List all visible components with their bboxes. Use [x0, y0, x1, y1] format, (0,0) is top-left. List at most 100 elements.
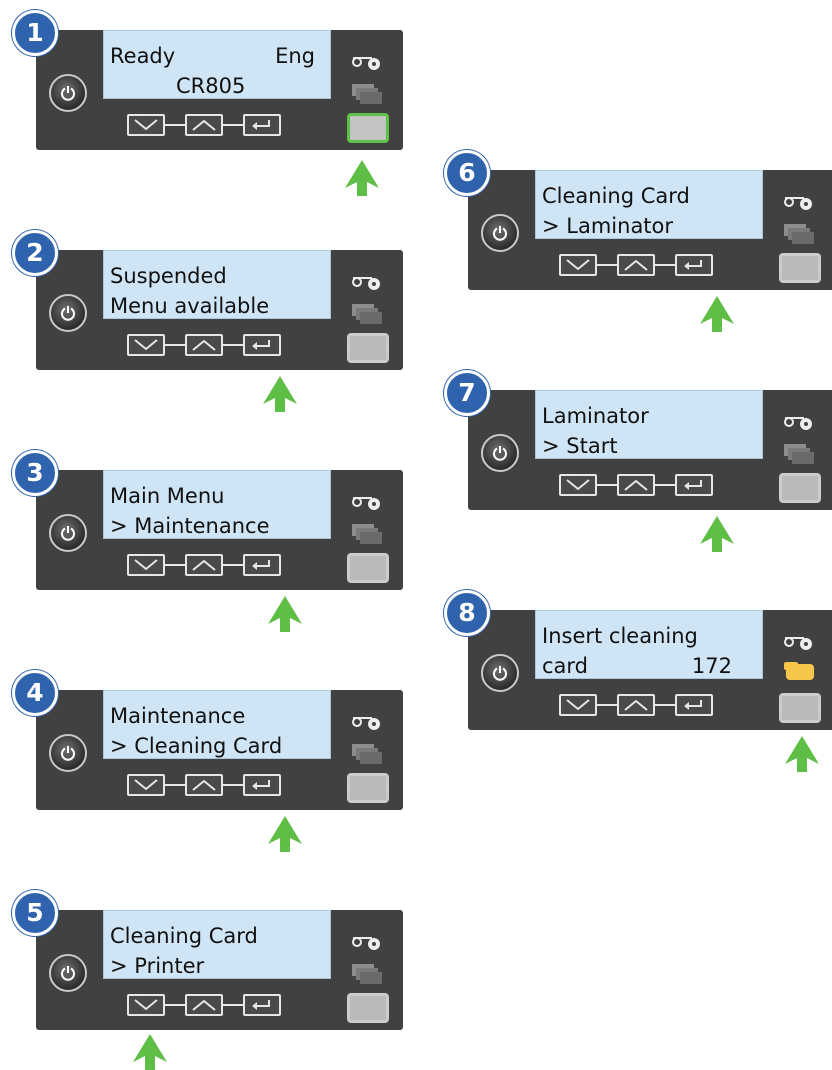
- cards-icon: [784, 662, 814, 680]
- up-button[interactable]: [617, 694, 655, 716]
- enter-button[interactable]: [243, 554, 281, 576]
- main-button[interactable]: [347, 333, 389, 363]
- enter-button[interactable]: [675, 694, 713, 716]
- lcd-display: Ready Eng CR805: [103, 30, 331, 99]
- control-panel-step-3: Main Menu > Maintenance 3: [12, 450, 403, 590]
- lcd-line-2: > Cleaning Card: [110, 734, 283, 758]
- main-button[interactable]: [779, 253, 821, 283]
- enter-icon: [252, 340, 270, 350]
- power-button[interactable]: [49, 734, 87, 772]
- main-button[interactable]: [347, 113, 389, 143]
- lcd-line-1: Laminator: [542, 404, 649, 428]
- connector-line: [165, 124, 185, 126]
- main-button[interactable]: [347, 773, 389, 803]
- cards-icon: [352, 84, 382, 104]
- main-button[interactable]: [347, 993, 389, 1023]
- ribbon-icon: [784, 637, 812, 650]
- down-button[interactable]: [559, 254, 597, 276]
- down-button[interactable]: [559, 694, 597, 716]
- enter-button[interactable]: [675, 254, 713, 276]
- up-button[interactable]: [185, 334, 223, 356]
- ribbon-icon: [352, 937, 380, 950]
- enter-button[interactable]: [243, 114, 281, 136]
- down-button[interactable]: [127, 554, 165, 576]
- ribbon-icon: [352, 497, 380, 510]
- ribbon-icon: [352, 277, 380, 290]
- connector-line: [223, 124, 243, 126]
- enter-button[interactable]: [243, 334, 281, 356]
- lcd-line-1: Insert cleaning: [542, 624, 698, 648]
- up-arrow-icon: [624, 699, 648, 711]
- up-arrow-icon: [192, 339, 216, 351]
- lcd-display: Main Menu > Maintenance: [103, 470, 331, 539]
- connector-line: [655, 484, 675, 486]
- down-button[interactable]: [127, 334, 165, 356]
- down-arrow-icon: [566, 479, 590, 491]
- step-badge: 8: [444, 590, 490, 636]
- up-button[interactable]: [185, 994, 223, 1016]
- power-icon: [61, 526, 75, 541]
- navigation-buttons: [127, 334, 307, 358]
- down-button[interactable]: [559, 474, 597, 496]
- connector-line: [223, 784, 243, 786]
- cards-icon: [352, 304, 382, 324]
- power-button[interactable]: [49, 74, 87, 112]
- enter-icon: [252, 120, 270, 130]
- green-arrow-icon: [345, 160, 379, 196]
- lcd-display: Cleaning Card > Laminator: [535, 170, 763, 239]
- lcd-display: Cleaning Card > Printer: [103, 910, 331, 979]
- power-icon: [61, 306, 75, 321]
- navigation-buttons: [127, 774, 307, 798]
- up-button[interactable]: [617, 254, 655, 276]
- up-arrow-icon: [192, 999, 216, 1011]
- power-button[interactable]: [49, 294, 87, 332]
- connector-line: [165, 784, 185, 786]
- power-icon: [61, 966, 75, 981]
- cards-icon: [352, 744, 382, 764]
- step-badge: 1: [12, 10, 58, 56]
- up-button[interactable]: [185, 554, 223, 576]
- lcd-display: Laminator > Start: [535, 390, 763, 459]
- down-button[interactable]: [127, 114, 165, 136]
- control-panel-step-8: Insert cleaning card 172 8: [444, 590, 832, 730]
- lcd-line-2: > Start: [542, 434, 618, 458]
- connector-line: [597, 484, 617, 486]
- down-arrow-icon: [134, 339, 158, 351]
- lcd-line-2: > Printer: [110, 954, 205, 978]
- lcd-display: Maintenance > Cleaning Card: [103, 690, 331, 759]
- main-button[interactable]: [779, 693, 821, 723]
- up-arrow-icon: [192, 559, 216, 571]
- connector-line: [655, 704, 675, 706]
- up-button[interactable]: [185, 774, 223, 796]
- power-button[interactable]: [49, 954, 87, 992]
- lcd-counter: 172: [691, 654, 732, 678]
- lcd-display: Insert cleaning card 172: [535, 610, 763, 679]
- lcd-line-1: Maintenance: [110, 704, 246, 728]
- green-arrow-icon: [268, 596, 302, 632]
- up-button[interactable]: [617, 474, 655, 496]
- up-arrow-icon: [192, 779, 216, 791]
- power-button[interactable]: [481, 214, 519, 252]
- main-button[interactable]: [347, 553, 389, 583]
- cards-icon: [784, 444, 814, 464]
- green-arrow-icon: [700, 296, 734, 332]
- step-badge: 5: [12, 890, 58, 936]
- power-icon: [61, 746, 75, 761]
- control-panel-step-6: Cleaning Card > Laminator 6: [444, 150, 832, 290]
- up-arrow-icon: [192, 119, 216, 131]
- down-button[interactable]: [127, 774, 165, 796]
- main-button[interactable]: [779, 473, 821, 503]
- up-arrow-icon: [624, 259, 648, 271]
- power-button[interactable]: [49, 514, 87, 552]
- power-button[interactable]: [481, 654, 519, 692]
- control-panel-step-1: Ready Eng CR805 1: [12, 10, 403, 150]
- ribbon-icon: [352, 57, 380, 70]
- enter-icon: [684, 480, 702, 490]
- lcd-line-1: Suspended: [110, 264, 227, 288]
- down-button[interactable]: [127, 994, 165, 1016]
- enter-button[interactable]: [243, 994, 281, 1016]
- power-button[interactable]: [481, 434, 519, 472]
- enter-button[interactable]: [243, 774, 281, 796]
- up-button[interactable]: [185, 114, 223, 136]
- enter-button[interactable]: [675, 474, 713, 496]
